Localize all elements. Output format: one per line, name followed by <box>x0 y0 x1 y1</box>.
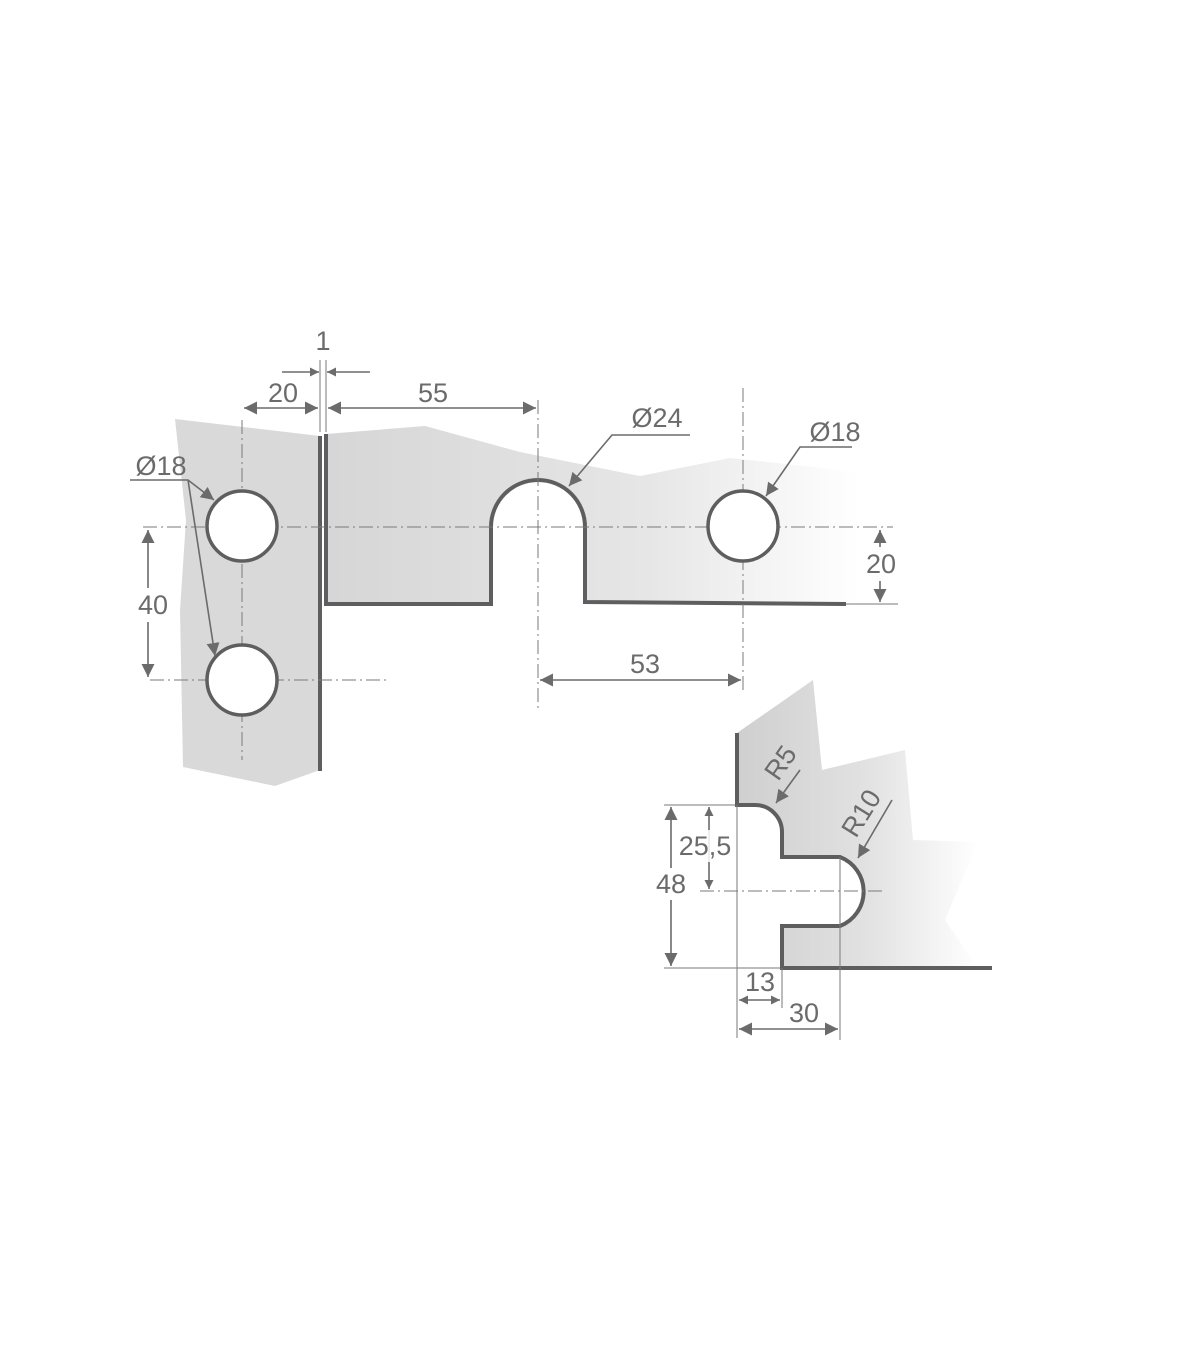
dim-label-hole-right: Ø18 <box>809 417 860 447</box>
dim-label-gap: 1 <box>315 326 330 356</box>
dim-label-hole-height: 20 <box>866 549 896 579</box>
dim-label-total: 48 <box>656 869 686 899</box>
leader-hole-left-bottom <box>187 479 220 657</box>
dim-label-slot-dia: Ø24 <box>631 403 682 433</box>
dim-label-hole-left: Ø18 <box>135 451 186 481</box>
dim-label-step: 25,5 <box>679 831 732 861</box>
dim-label-hole-spacing: 40 <box>138 590 168 620</box>
leader-r10 <box>857 799 893 859</box>
detail-glass-panel <box>737 680 978 968</box>
leader-slot-dia <box>568 434 690 487</box>
detail-outline <box>735 733 992 970</box>
right-glass-panel <box>326 426 860 604</box>
left-glass-panel <box>175 419 320 786</box>
dim-label-slot-to-hole: 53 <box>630 649 660 679</box>
dim-label-hole-height-bg <box>864 547 898 581</box>
dim-label-slot-pos: 55 <box>418 378 448 408</box>
leader-hole-right <box>765 446 852 497</box>
dim-label-step-bg <box>674 830 736 862</box>
dim-label-hole-spacing-bg <box>134 588 164 622</box>
dim-label-step-width: 13 <box>745 967 775 997</box>
dim-label-edge: 20 <box>268 378 298 408</box>
leader-r5 <box>775 769 801 804</box>
hole-left-top <box>205 489 279 563</box>
right-panel-outline <box>324 434 847 606</box>
hole-left-bottom <box>205 643 279 717</box>
dim-label-slot-depth: 30 <box>789 998 819 1028</box>
hole-right <box>706 489 780 563</box>
dim-label-total-bg <box>652 868 690 900</box>
